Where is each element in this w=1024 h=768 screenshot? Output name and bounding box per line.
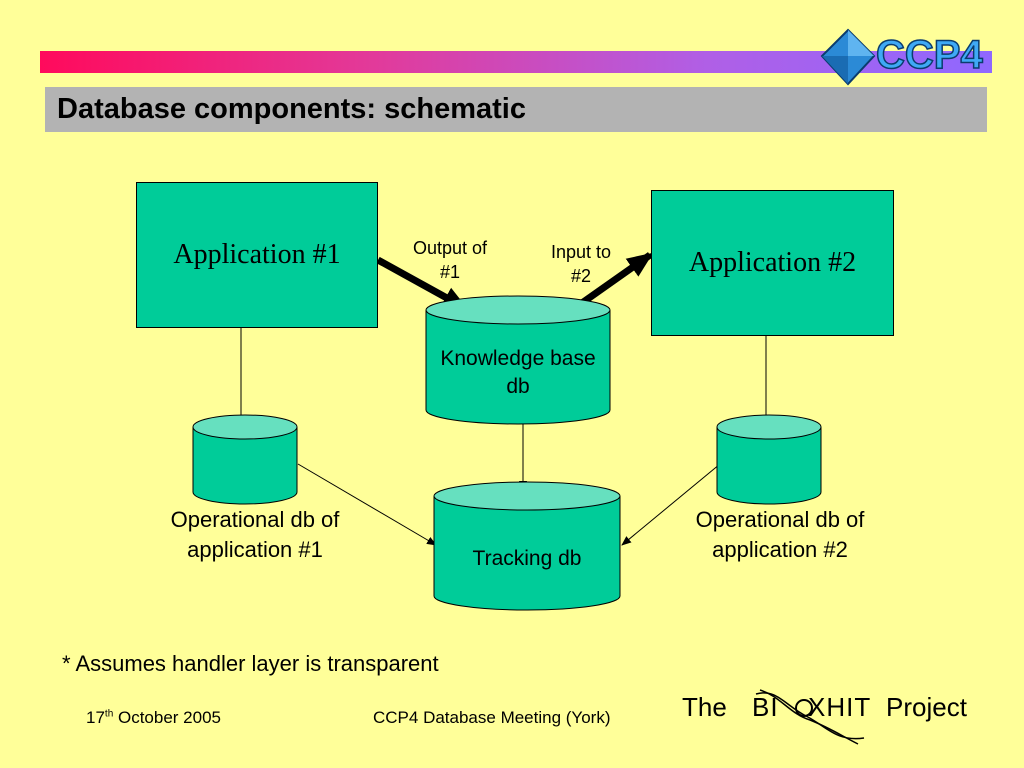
helix-icon <box>755 689 865 745</box>
title-bar <box>45 87 987 132</box>
operational-db-1-label: Operational db of application #1 <box>170 507 340 562</box>
footer-date: 17th October 2005 <box>86 708 222 727</box>
project-suffix: Project <box>886 692 967 722</box>
footnote-text: * Assumes handler layer is transparent <box>62 651 439 676</box>
knowledge-base-db-label: Knowledge base db <box>440 347 596 398</box>
application-1-label: Application #1 <box>173 239 341 270</box>
operational-db-2-label: Operational db of application #2 <box>695 507 865 562</box>
application-2-node: Application #2 <box>651 190 894 336</box>
application-1-node: Application #1 <box>136 182 378 328</box>
arrow-opdb1-tracking <box>297 463 437 546</box>
bioxhit-project-logo: The BI XHIT Project <box>680 686 1000 746</box>
application-2-label: Application #2 <box>688 247 857 278</box>
ccp4-logo: CCP4 <box>820 28 984 86</box>
project-name-part-b: XHIT <box>808 692 872 722</box>
operational-db-2-cylinder <box>716 414 822 505</box>
tracking-db-cylinder <box>433 481 621 611</box>
knowledge-base-db-cylinder <box>425 295 611 425</box>
slide-title: Database components: schematic <box>57 93 526 125</box>
header-gradient-bar <box>40 51 992 73</box>
ccp4-logo-text: CCP4 <box>876 33 983 77</box>
footer-meeting: CCP4 Database Meeting (York) <box>373 708 611 727</box>
project-prefix: The <box>682 692 727 722</box>
input-to-app2-label: Input to #2 <box>550 242 612 286</box>
arrow-opdb2-tracking <box>621 463 721 546</box>
operational-db-1-cylinder <box>192 414 298 505</box>
output-of-app1-label: Output of #1 <box>412 238 488 282</box>
tracking-db-label: Tracking db <box>472 547 582 570</box>
